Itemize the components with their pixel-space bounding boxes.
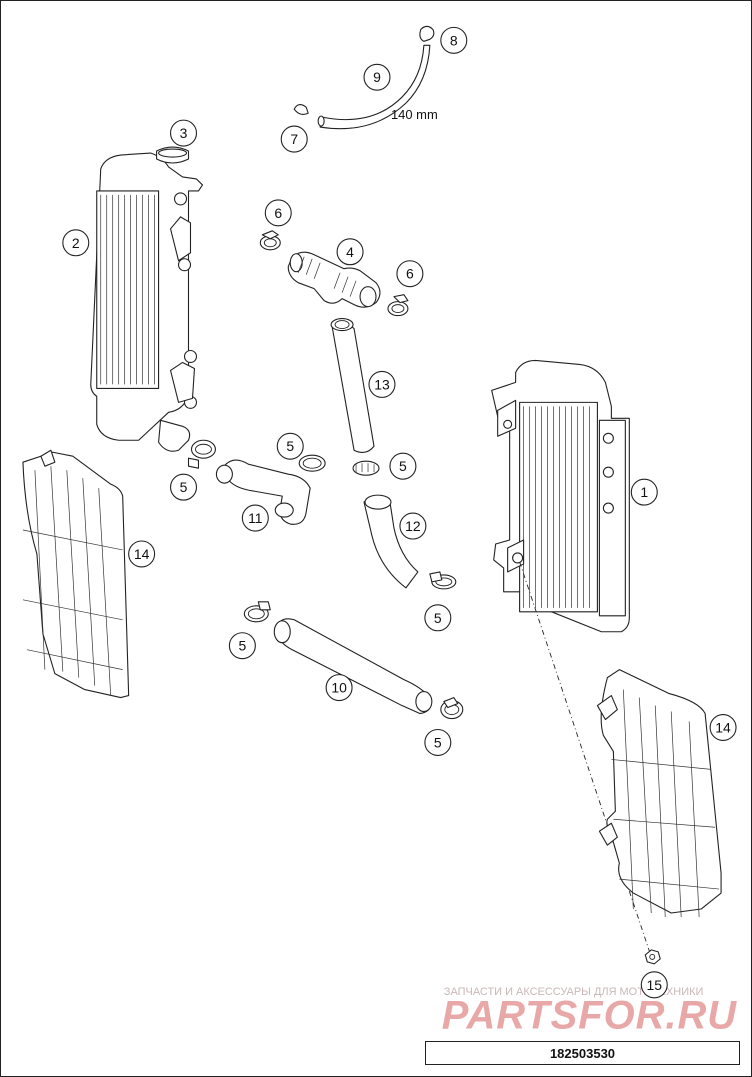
watermark-logo: PARTSFOR.RU — [442, 994, 737, 1038]
svg-text:9: 9 — [373, 69, 381, 85]
callout-12: 12 — [399, 512, 427, 540]
callout-5e: 5 — [228, 632, 256, 660]
callout-8: 8 — [440, 26, 468, 54]
callout-13: 13 — [368, 370, 396, 398]
hose-clamp-5-lower — [429, 571, 457, 590]
callout-14a: 14 — [128, 540, 156, 568]
svg-text:13: 13 — [374, 376, 390, 392]
hose-length-label: 140 mm — [391, 107, 438, 122]
svg-text:8: 8 — [450, 32, 458, 48]
svg-text:5: 5 — [180, 479, 188, 495]
hose-clamp-6a — [259, 230, 281, 251]
hose-clamp-6b — [387, 294, 409, 317]
svg-text:6: 6 — [274, 205, 282, 221]
hose-clamp-5-left — [187, 439, 216, 469]
mount-axis-line — [519, 561, 650, 952]
radiator-guard-left-14 — [22, 449, 130, 699]
callout-5f: 5 — [424, 728, 452, 756]
svg-text:11: 11 — [248, 510, 263, 526]
callout-5b: 5 — [389, 452, 417, 480]
hose-clamp-5-bottom-10 — [440, 697, 464, 720]
svg-text:5: 5 — [399, 458, 407, 474]
svg-text:1: 1 — [640, 484, 648, 500]
nut-15 — [644, 949, 661, 965]
radiator-guard-right-14 — [596, 669, 722, 918]
callout-3: 3 — [169, 119, 198, 147]
hose-clamp-5-right — [352, 460, 380, 476]
svg-text:7: 7 — [290, 131, 298, 147]
svg-text:5: 5 — [286, 438, 294, 454]
hose-clamp-7 — [293, 104, 309, 115]
callout-4: 4 — [336, 238, 364, 266]
hose-clamp-5-mid — [298, 454, 326, 472]
callout-2: 2 — [62, 229, 90, 257]
callout-14b: 14 — [709, 713, 737, 742]
svg-text:5: 5 — [238, 638, 246, 654]
callout-1: 1 — [630, 478, 658, 506]
svg-text:15: 15 — [646, 977, 662, 993]
hose-clamp-5-top-10 — [243, 601, 271, 623]
hose-clamp-8 — [419, 25, 435, 42]
radiator-right-1 — [491, 359, 630, 633]
svg-text:10: 10 — [331, 680, 347, 696]
svg-text:14: 14 — [134, 546, 150, 562]
hose-11 — [215, 459, 311, 525]
callout-5a: 5 — [276, 432, 304, 460]
callout-7: 7 — [280, 125, 308, 153]
connector-4 — [287, 251, 381, 308]
hose-10 — [273, 618, 433, 715]
drawing-number: 182503530 — [549, 1045, 616, 1061]
callout-10: 10 — [325, 674, 353, 702]
svg-text:6: 6 — [406, 266, 414, 282]
svg-text:3: 3 — [180, 125, 188, 141]
small-hose-9 — [317, 44, 431, 130]
svg-text:5: 5 — [434, 734, 442, 750]
callout-5d: 5 — [424, 604, 452, 632]
radiator-left-2 — [90, 146, 204, 452]
svg-text:4: 4 — [346, 244, 354, 260]
watermark-tagline: ЗАПЧАСТИ И АКСЕССУАРЫ ДЛЯ МОТОТЕХНИКИ — [444, 986, 704, 998]
svg-text:12: 12 — [405, 518, 421, 534]
hose-13 — [330, 318, 375, 454]
callout-6b: 6 — [396, 260, 424, 288]
callout-6a: 6 — [264, 199, 292, 227]
callout-5c: 5 — [169, 473, 198, 501]
callout-9: 9 — [363, 63, 391, 91]
svg-text:5: 5 — [434, 610, 442, 626]
drawing-number-box: 182503530 — [425, 1041, 740, 1065]
svg-text:14: 14 — [715, 719, 731, 735]
hose-12 — [363, 494, 419, 589]
callout-11: 11 — [241, 504, 269, 532]
svg-text:2: 2 — [72, 235, 80, 251]
callout-15: 15 — [640, 971, 668, 999]
